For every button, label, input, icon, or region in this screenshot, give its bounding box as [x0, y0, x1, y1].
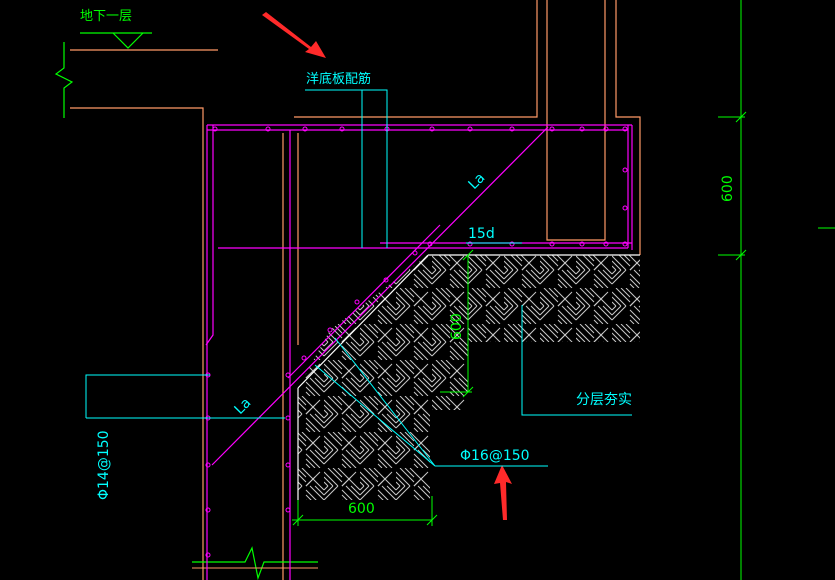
break-line-icon	[192, 546, 318, 580]
rebar-phi16-label: Φ16@150	[460, 448, 530, 464]
dim-600-bottom-label: 600	[348, 501, 375, 517]
compaction-note-label: 分层夯实	[576, 392, 632, 408]
compacted-soil-hatch-upper	[330, 255, 640, 392]
dim-600-right-label: 600	[720, 175, 736, 202]
la-lower-label: La	[232, 395, 255, 418]
la-upper-label: La	[466, 170, 489, 193]
level-label: 地下一层	[80, 9, 132, 24]
break-line-icon	[54, 42, 74, 118]
slab-rebar-label: 洋底板配筋	[306, 71, 371, 87]
red-arrow-icon	[494, 465, 512, 520]
hatch-edge	[297, 254, 429, 389]
red-arrow-icon	[262, 12, 326, 58]
dim-600-middle-label: 600	[449, 313, 465, 340]
annotation-lines	[85, 89, 632, 467]
rebar-dots	[205, 126, 628, 558]
structure-outline	[70, 0, 641, 580]
dim-15d-label: 15d	[468, 226, 495, 242]
elevation-triangle-icon	[80, 32, 152, 49]
dimension-lines	[292, 0, 835, 580]
rebar-phi14-label: Φ14@150	[96, 430, 112, 500]
